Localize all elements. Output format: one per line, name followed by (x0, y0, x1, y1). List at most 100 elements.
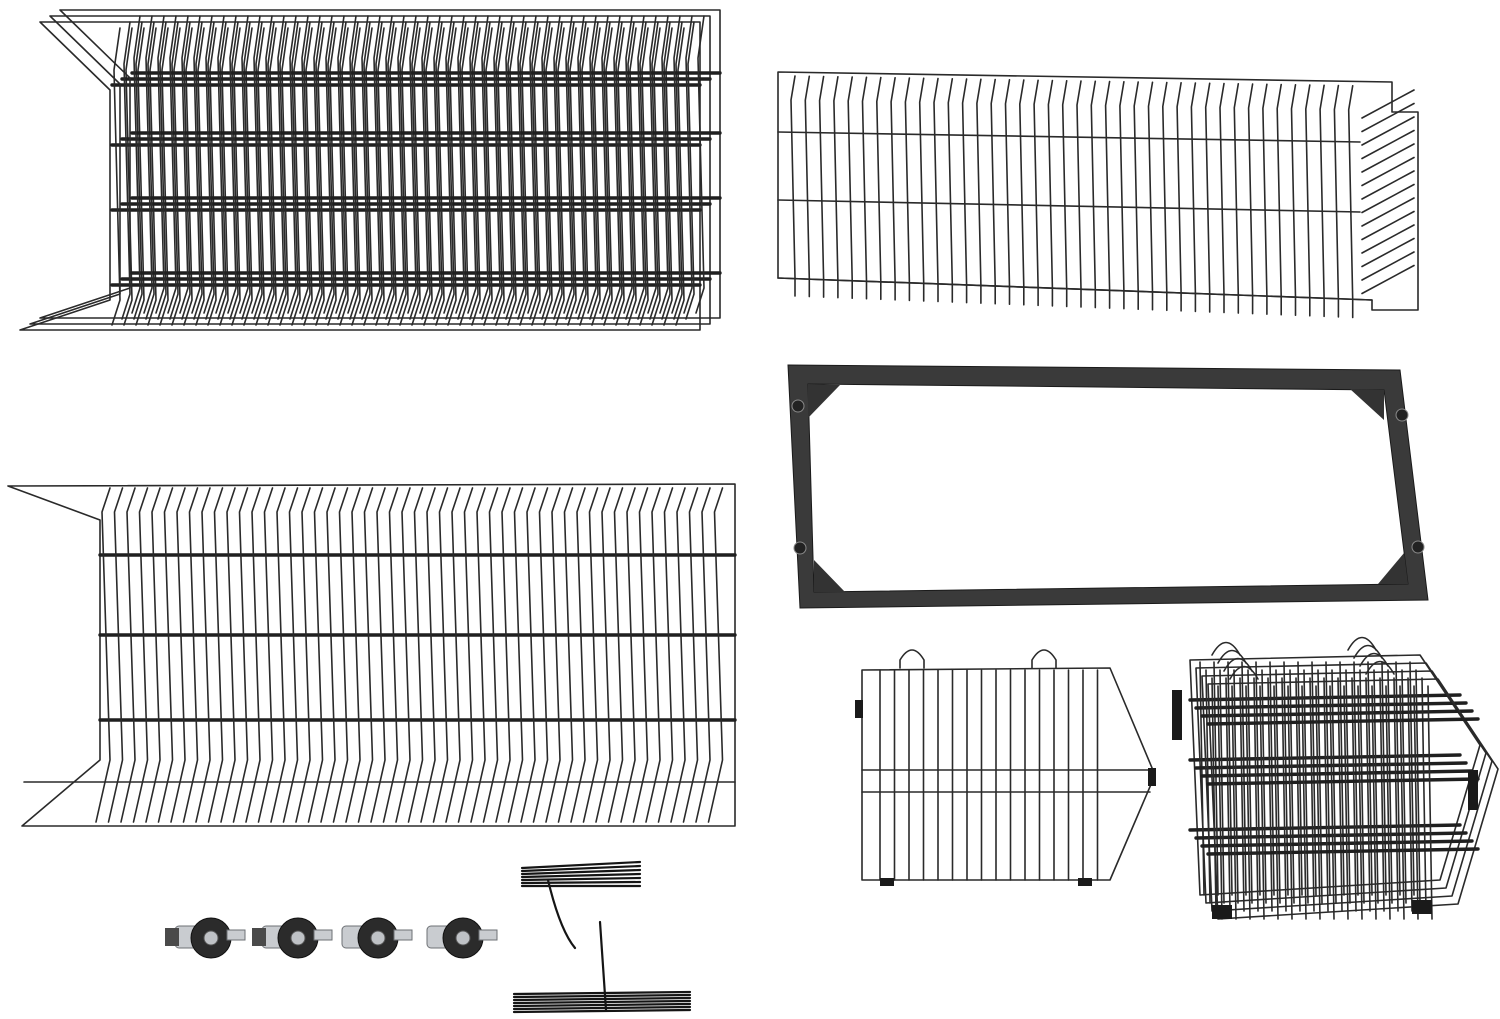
cable-tie (598, 920, 608, 1012)
small-basket-wire (1283, 661, 1289, 896)
small-basket-wire (1245, 685, 1251, 920)
caster-wheel (165, 917, 246, 959)
small-basket-wire (1399, 685, 1405, 920)
basket-wire (685, 21, 695, 320)
basket-wire (1047, 79, 1054, 307)
basket-outline (29, 15, 711, 325)
small-basket-wire (1393, 677, 1399, 912)
stacked-basket-layer (39, 9, 722, 319)
small-basket-wire (1295, 677, 1301, 912)
basket-wire (383, 15, 393, 314)
basket-wire (207, 27, 217, 326)
small-basket-wire (1365, 677, 1371, 912)
small-basket-hook (1217, 649, 1247, 664)
cable-tie (512, 990, 692, 996)
shelf-outline (7, 483, 736, 827)
shelf-wire (457, 487, 474, 823)
basket-end-wire (1361, 237, 1415, 268)
basket-wire (479, 15, 489, 314)
small-basket-wire (1345, 669, 1351, 904)
shelf-wire (657, 487, 674, 823)
basket-wire (409, 21, 419, 320)
cable-tie (520, 880, 642, 885)
basket-wire (265, 21, 275, 320)
shelf-wire (345, 487, 361, 823)
basket-wire (1119, 80, 1125, 310)
small-basket-wire (1303, 669, 1309, 904)
shelf-wire (407, 487, 424, 823)
basket-wire (515, 15, 525, 314)
basket-wire (327, 27, 337, 326)
basket-wire (289, 21, 299, 320)
basket-end-wire (1361, 210, 1415, 241)
basket-wire (241, 21, 251, 320)
basket-wire (505, 21, 515, 320)
basket-wire (890, 76, 896, 301)
basket-wire (531, 27, 541, 326)
basket-wire (431, 15, 441, 314)
divider-hook (899, 649, 925, 669)
basket-wire (279, 27, 289, 326)
basket-wire (217, 21, 227, 320)
small-basket-foot (1412, 900, 1432, 914)
shelf-wire (607, 487, 624, 823)
caster-hub (455, 930, 471, 946)
caster-wheel (252, 917, 333, 959)
basket-wire (591, 27, 601, 326)
basket-wire (553, 21, 563, 320)
basket-wire (181, 21, 191, 320)
small-basket-wire (1217, 685, 1223, 920)
small-basket-foot (1212, 905, 1232, 919)
long-wire-basket-single (777, 71, 1419, 319)
shelf-wire (482, 487, 499, 823)
basket-wire (291, 27, 301, 326)
caster-stem (478, 929, 498, 941)
basket-wire (311, 15, 321, 314)
basket-wire (143, 15, 153, 314)
caster-stem (313, 929, 333, 941)
basket-wire (639, 27, 649, 326)
small-basket-rail (1206, 777, 1480, 786)
basket-wire (613, 21, 623, 320)
basket-wire (587, 15, 597, 314)
basket-wire (193, 21, 203, 320)
cable-tie-bundle (520, 860, 642, 950)
basket-wire (601, 21, 611, 320)
basket-wire (325, 21, 335, 320)
cable-tie-bundles (512, 860, 692, 1014)
shelf-wire (570, 487, 586, 823)
small-basket-wire (1359, 669, 1365, 904)
basket-wire (155, 15, 165, 314)
shelf-wire (120, 487, 136, 823)
basket-wire (459, 27, 469, 326)
shelf-wire (107, 487, 124, 823)
basket-wire (131, 15, 141, 314)
shelf-wire (445, 487, 461, 823)
divider-clip (855, 700, 863, 718)
basket-wire (387, 27, 397, 326)
basket-wire (253, 21, 263, 320)
shelf-wire (420, 487, 436, 823)
cable-tie (512, 996, 692, 1002)
basket-wire (1219, 82, 1225, 314)
shelf-wire (332, 487, 349, 823)
basket-wire (263, 15, 273, 314)
shelf-wire (282, 487, 299, 823)
small-basket-wire (1289, 669, 1295, 904)
shelf-wire (295, 487, 311, 823)
basket-wire (947, 77, 954, 303)
basket-end-wire (1361, 224, 1415, 254)
shelf-wire (632, 487, 649, 823)
basket-wire (183, 27, 193, 326)
shelf-wire (620, 487, 636, 823)
small-basket-wire (1259, 685, 1265, 920)
small-wire-basket-stack (1172, 636, 1499, 920)
open-wire-shelf-panel (7, 483, 737, 827)
basket-end-wire (1361, 102, 1415, 133)
basket-wire (1176, 81, 1182, 312)
cable-tie (520, 860, 642, 870)
basket-wire (659, 15, 669, 314)
small-basket-wire (1309, 677, 1315, 912)
basket-wire (1262, 83, 1268, 315)
basket-wire (647, 15, 657, 314)
